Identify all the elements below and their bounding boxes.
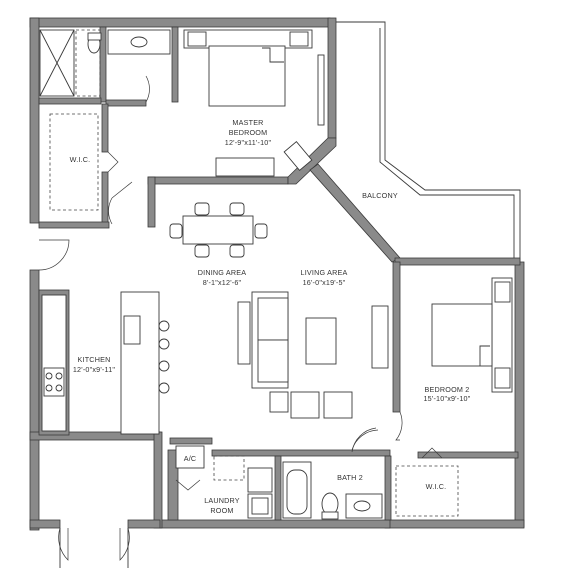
entry-doors (58, 527, 130, 568)
master-dims: 12'-9"x11'-10" (225, 138, 272, 147)
laundry-label-2: ROOM (210, 506, 233, 515)
laundry: A/C LAUNDRY ROOM (175, 445, 273, 519)
bedroom2-label: BEDROOM 2 (425, 385, 470, 394)
master-bedroom: MASTER BEDROOM 12'-9"x11'-10" (108, 29, 325, 225)
dining-dims: 8'-1"x12'-6" (203, 278, 242, 287)
kitchen-dims: 12'-0"x9'-11" (73, 365, 116, 374)
chair-icon (194, 244, 210, 258)
bedroom2-wic: W.I.C. (395, 447, 459, 517)
coffee-table-icon (305, 317, 337, 365)
bed-icon (208, 45, 286, 107)
chair-icon (229, 202, 245, 216)
sink-icon (353, 500, 371, 512)
kitchen-label: KITCHEN (78, 355, 111, 364)
living-label: LIVING AREA (301, 268, 348, 277)
bedroom2-dims: 15'-10"x9'-10" (423, 394, 470, 403)
stove-icon (43, 367, 65, 397)
bath2-label: BATH 2 (337, 473, 363, 482)
master-wic: W.I.C. (49, 113, 119, 211)
master-bath (39, 29, 171, 97)
chair-icon (254, 223, 268, 239)
laundry-label-1: LAUNDRY (204, 496, 240, 505)
island-icon (120, 291, 160, 435)
master-label-1: MASTER (232, 118, 263, 127)
interior-walls (38, 26, 521, 521)
ac-label: A/C (184, 454, 197, 463)
dining-table-icon (182, 215, 254, 245)
chair-icon (194, 202, 210, 216)
dryer-icon (247, 467, 273, 493)
balcony-label: BALCONY (362, 191, 398, 200)
living-area: LIVING AREA 16'-0"x19'-5" (237, 268, 389, 419)
bed-icon (431, 303, 493, 367)
bedroom-2: BEDROOM 2 15'-10"x9'-10" (351, 277, 513, 451)
dining-label: DINING AREA (198, 268, 247, 277)
armchair-icon (323, 391, 353, 419)
sink-icon (123, 315, 141, 345)
bath-2: BATH 2 (282, 427, 383, 520)
ac-unit-icon (175, 445, 205, 469)
armchair-icon (290, 391, 320, 419)
vanity-icon (107, 29, 171, 55)
living-dims: 16'-0"x19'-5" (303, 278, 346, 287)
tv-stand-icon (371, 305, 389, 369)
wic2-label: W.I.C. (426, 482, 447, 491)
dresser-icon (215, 157, 275, 177)
chair-icon (169, 223, 183, 239)
exterior-walls (29, 17, 525, 531)
wic-label: W.I.C. (70, 155, 91, 164)
kitchen: KITCHEN 12'-0"x9'-11" (38, 239, 170, 435)
sink-icon (130, 36, 148, 48)
master-label-2: BEDROOM (229, 128, 268, 137)
chair-icon (229, 244, 245, 258)
dining-area: DINING AREA 8'-1"x12'-6" (169, 202, 268, 287)
